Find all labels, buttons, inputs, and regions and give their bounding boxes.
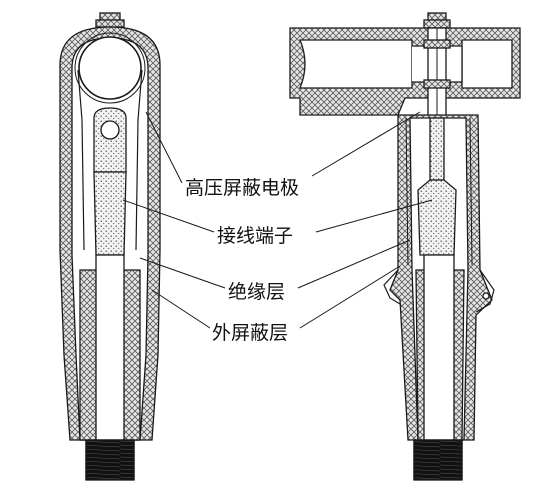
t-cable-thread — [413, 439, 463, 481]
left-top-cap — [95, 12, 125, 28]
left-cable-thread — [85, 439, 135, 481]
t-terminal-barrel — [417, 179, 457, 256]
t-terminal-stem — [429, 117, 445, 181]
t-termination — [289, 12, 521, 481]
leader-lines — [122, 111, 433, 329]
left-hv-electrode-ring — [78, 36, 142, 100]
label-outer-screen-layer: 外屏蔽层 — [212, 322, 289, 344]
label-insulation-layer: 绝缘层 — [228, 281, 286, 303]
straight-termination — [59, 12, 161, 481]
t-horizontal-bore — [299, 39, 413, 89]
left-terminal-lug — [93, 107, 127, 173]
label-hv-screen-electrode: 高压屏蔽电极 — [185, 177, 300, 199]
left-terminal-barrel — [93, 171, 127, 256]
t-cable-core — [423, 254, 455, 441]
left-cable-core — [95, 254, 125, 441]
label-connection-terminal: 接线端子 — [217, 225, 294, 247]
